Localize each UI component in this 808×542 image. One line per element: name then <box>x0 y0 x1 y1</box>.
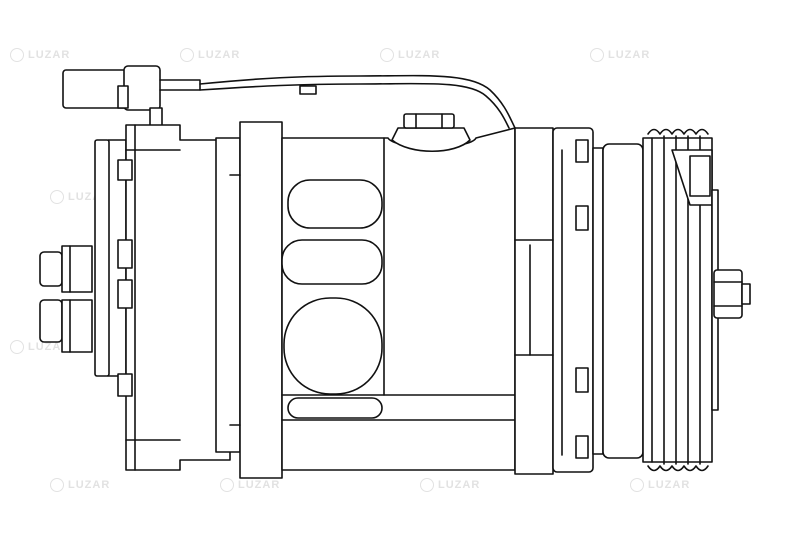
watermark: LUZAR <box>590 48 650 62</box>
watermark-seal-icon <box>590 48 604 62</box>
watermark: LUZAR <box>10 48 70 62</box>
watermark: LUZAR <box>10 340 70 354</box>
watermark-seal-icon <box>50 190 64 204</box>
cylinder-window-large <box>283 297 383 395</box>
top-fitting <box>391 113 471 153</box>
watermark-text: LUZAR <box>28 49 71 61</box>
watermark-text: LUZAR <box>438 479 481 491</box>
cylinder-window-bottom <box>287 397 383 419</box>
rear-flange <box>215 121 283 479</box>
cylinder-window-middle <box>281 239 383 285</box>
compressor-body <box>281 113 516 471</box>
watermark-text: LUZAR <box>238 479 281 491</box>
watermark: LUZAR <box>420 478 480 492</box>
center-nut <box>713 269 751 319</box>
watermark-seal-icon <box>10 48 24 62</box>
watermark-seal-icon <box>10 340 24 354</box>
watermark-text: LUZAR <box>608 49 651 61</box>
watermark: LUZAR <box>380 48 440 62</box>
watermark-seal-icon <box>50 478 64 492</box>
connector-wire <box>199 74 516 129</box>
front-head <box>514 127 594 475</box>
watermark: LUZAR <box>630 478 690 492</box>
watermark-seal-icon <box>420 478 434 492</box>
watermark: LUZAR <box>180 48 240 62</box>
watermark-text: LUZAR <box>398 49 441 61</box>
clutch-pulley <box>592 128 751 472</box>
watermark: LUZAR <box>220 478 280 492</box>
watermark-text: LUZAR <box>28 341 71 353</box>
watermark-text: LUZAR <box>198 49 241 61</box>
service-port-lower <box>39 299 93 353</box>
watermark-seal-icon <box>380 48 394 62</box>
watermark-seal-icon <box>180 48 194 62</box>
watermark-seal-icon <box>630 478 644 492</box>
watermark-text: LUZAR <box>648 479 691 491</box>
rear-head <box>39 124 231 471</box>
watermark: LUZAR <box>50 478 110 492</box>
electrical-connector <box>62 65 516 129</box>
watermark-seal-icon <box>220 478 234 492</box>
cylinder-window-top <box>287 179 383 229</box>
service-port-upper <box>39 245 93 293</box>
watermark-text: LUZAR <box>68 479 111 491</box>
